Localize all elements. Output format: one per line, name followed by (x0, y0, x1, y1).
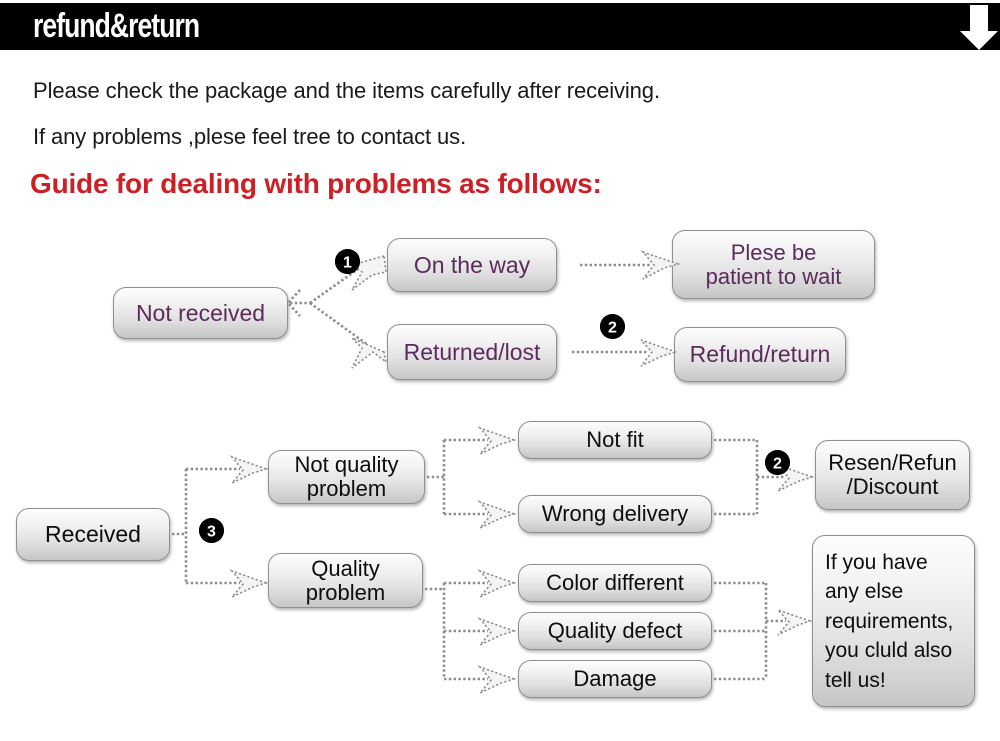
header-banner: refund&return (0, 3, 1000, 50)
page-title: refund&return (33, 7, 200, 45)
box-not-quality-problem[interactable]: Not quality problem (268, 450, 425, 504)
svg-text:1: 1 (343, 255, 352, 272)
box-on-the-way[interactable]: On the way (387, 238, 557, 292)
svg-text:3: 3 (207, 524, 216, 541)
box-refund-return[interactable]: Refund/return (674, 327, 846, 382)
step-badge-one: 1 (335, 249, 360, 274)
intro-line-1: Please check the package and the items c… (33, 78, 660, 103)
step-badge-three: 3 (199, 518, 224, 543)
box-color-different[interactable]: Color different (518, 564, 712, 602)
box-returned-lost[interactable]: Returned/lost (387, 324, 557, 380)
box-damage[interactable]: Damage (518, 660, 712, 698)
step-badge-two-lower: 2 (765, 450, 790, 475)
box-received[interactable]: Received (16, 508, 170, 561)
box-extra-requirements[interactable]: If you have any else requirements, you c… (812, 535, 975, 707)
box-wrong-delivery[interactable]: Wrong delivery (518, 495, 712, 533)
box-plese-be-patient[interactable]: Plese be patient to wait (672, 230, 875, 299)
guide-heading: Guide for dealing with problems as follo… (30, 168, 602, 199)
box-quality-problem[interactable]: Quality problem (268, 553, 423, 608)
badge-two-lower-icon: 2 (765, 450, 790, 475)
box-not-received[interactable]: Not received (113, 287, 288, 339)
box-resend-refund-discount[interactable]: Resen/Refun /Discount (815, 440, 970, 510)
svg-text:2: 2 (773, 456, 782, 473)
svg-text:2: 2 (608, 320, 617, 337)
badge-one-icon: 1 (335, 249, 360, 274)
box-not-fit[interactable]: Not fit (518, 421, 712, 459)
box-quality-defect[interactable]: Quality defect (518, 612, 712, 650)
badge-two-icon: 2 (600, 314, 625, 339)
intro-line-2: If any problems ,plese feel tree to cont… (33, 124, 467, 149)
badge-three-icon: 3 (199, 518, 224, 543)
down-arrow-icon (960, 5, 998, 50)
step-badge-two-upper: 2 (600, 314, 625, 339)
